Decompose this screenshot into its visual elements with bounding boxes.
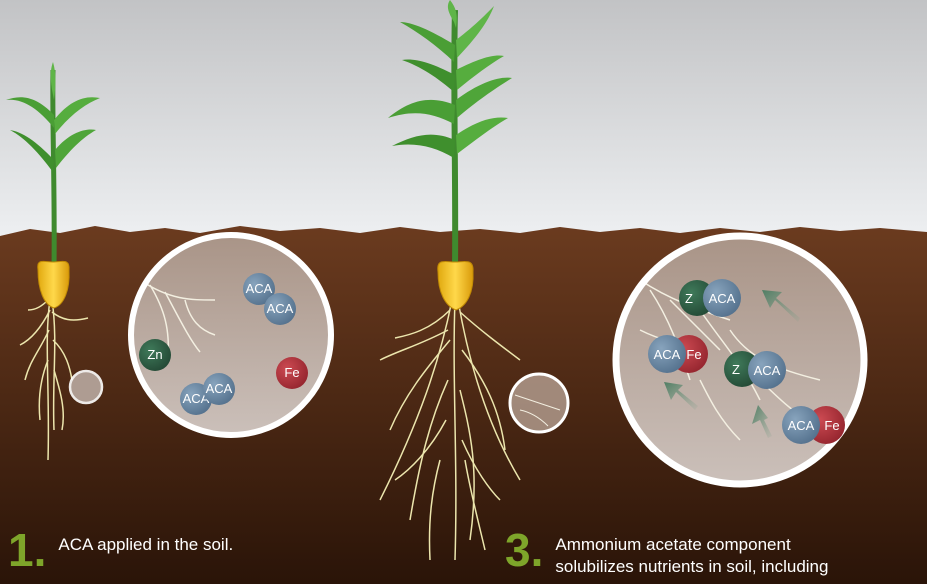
magnifier-circle-1: ACA ACA Zn Fe ACA ACA: [131, 235, 331, 435]
step-number: 3: [505, 530, 531, 570]
step-number-dot: .: [34, 530, 47, 570]
step-text-line: ACA applied in the soil.: [58, 534, 233, 556]
zinc-partial-label: Z: [685, 291, 693, 306]
step-3-caption: 3. Ammonium acetate component solubilize…: [505, 530, 828, 578]
iron-partial-label: Fe: [686, 347, 701, 362]
iron-label: Fe: [284, 365, 299, 380]
aca-label: ACA: [246, 281, 273, 296]
step-text: ACA applied in the soil.: [58, 534, 233, 556]
step-text-line: Ammonium acetate component: [555, 534, 828, 556]
step-number: 1: [8, 530, 34, 570]
zinc-label: Zn: [147, 347, 162, 362]
aca-label: ACA: [754, 363, 781, 378]
aca-label: ACA: [788, 418, 815, 433]
magnifier-circle-3: Z ACA Fe ACA Z ACA Fe ACA: [616, 236, 864, 484]
step-number-dot: .: [531, 530, 544, 570]
zinc-partial-label: Z: [732, 362, 740, 377]
iron-partial-label: Fe: [824, 418, 839, 433]
aca-label: ACA: [654, 347, 681, 362]
aca-label: ACA: [206, 381, 233, 396]
step-1-caption: 1. ACA applied in the soil.: [8, 530, 233, 570]
aca-label: ACA: [709, 291, 736, 306]
aca-label: ACA: [267, 301, 294, 316]
step-text-line: solubilizes nutrients in soil, including: [555, 556, 828, 578]
step-text: Ammonium acetate component solubilizes n…: [555, 534, 828, 578]
